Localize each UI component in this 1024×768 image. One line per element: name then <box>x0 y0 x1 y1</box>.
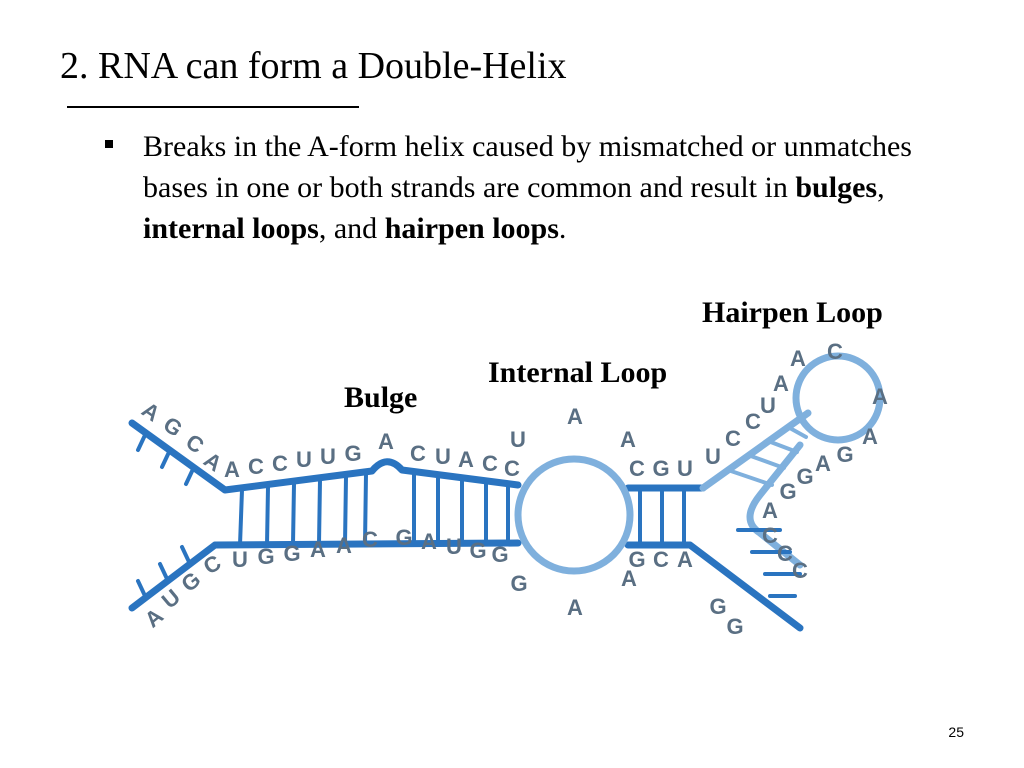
term-hairpen-loops: hairpen loops <box>384 212 559 245</box>
base-letter: G <box>159 411 187 441</box>
base-letter: U <box>296 447 312 472</box>
bullet-text: Breaks in the A-form helix caused by mis… <box>143 126 958 249</box>
slide-title: 2. RNA can form a Double-Helix <box>60 45 567 87</box>
base-letter: A <box>567 404 583 429</box>
base-letter: C <box>362 527 378 552</box>
hairpin-loop-ring <box>792 352 884 444</box>
base-letter: G <box>491 542 508 567</box>
tail-tick <box>160 448 172 469</box>
base-pair-rung <box>238 488 244 547</box>
base-pair-rung <box>265 485 270 547</box>
internal-loop-ring <box>514 455 634 575</box>
base-pair-rung <box>786 425 808 439</box>
base-letter: G <box>257 544 274 569</box>
base-letter: A <box>872 384 888 409</box>
internal-loop-label: Internal Loop <box>488 356 668 389</box>
base-letter: G <box>779 479 796 504</box>
tail-tick <box>184 465 196 486</box>
top-strand-backbone <box>128 419 522 494</box>
base-letter: C <box>248 454 264 479</box>
hairpin-stem-backbone <box>699 409 812 569</box>
base-letter: A <box>567 595 583 620</box>
base-letter: G <box>395 525 412 550</box>
base-letter: A <box>790 346 806 371</box>
base-letter: U <box>446 534 462 559</box>
title-underline <box>67 106 359 108</box>
bullet-marker <box>105 140 113 148</box>
base-letter: C <box>745 409 761 434</box>
bottom-strand-right-backbone <box>624 541 804 632</box>
page-number: 25 <box>948 724 964 740</box>
base-letter: G <box>628 547 645 572</box>
base-letter: C <box>792 558 808 583</box>
tail-tick <box>158 562 170 583</box>
base-letter: A <box>762 498 778 523</box>
base-letter: A <box>137 397 164 427</box>
base-pair-rung <box>343 475 348 546</box>
base-letter: C <box>272 451 288 476</box>
base-pair-rung <box>291 482 296 546</box>
base-pair-rung <box>766 439 799 454</box>
bullet-text-part: , and <box>318 212 385 245</box>
base-letter: A <box>336 533 352 558</box>
base-letter: A <box>310 537 326 562</box>
base-letter: A <box>140 603 168 632</box>
base-pair-rung <box>317 478 322 546</box>
base-letter: G <box>709 594 726 619</box>
tail-tick <box>136 579 148 600</box>
bulge-base-letter: A <box>378 429 394 454</box>
base-letter: G <box>344 441 361 466</box>
base-letter: C <box>482 451 498 476</box>
base-letter: C <box>762 523 778 548</box>
base-letter: G <box>652 456 669 481</box>
base-letter: U <box>760 393 776 418</box>
base-letter: A <box>815 451 831 476</box>
hairpin-loop-label: Hairpen Loop <box>702 296 883 329</box>
base-letter: C <box>504 456 520 481</box>
base-letter: A <box>421 529 437 554</box>
base-letter: G <box>510 571 527 596</box>
base-letter: C <box>629 456 645 481</box>
base-letter: U <box>232 547 248 572</box>
bullet-text-part: . <box>558 212 567 245</box>
bullet-text-part: Breaks in the A-form helix caused by mis… <box>143 130 912 204</box>
term-internal-loops: internal loops <box>143 212 319 245</box>
base-letter: C <box>653 547 669 572</box>
base-letter: C <box>725 426 741 451</box>
base-letter: G <box>469 538 486 563</box>
base-letter: A <box>224 457 240 482</box>
base-letter: A <box>773 371 789 396</box>
base-letter: A <box>620 427 636 452</box>
base-pair-rung <box>363 472 368 546</box>
base-letter: U <box>705 444 721 469</box>
bottom-strand-backbone <box>128 539 522 612</box>
base-letter: C <box>181 429 208 459</box>
term-bulges: bulges <box>795 171 878 204</box>
base-letter: G <box>726 614 743 639</box>
base-letter: G <box>796 464 813 489</box>
base-letter: G <box>836 442 853 467</box>
base-letter: C <box>410 441 426 466</box>
base-pair-rung <box>746 453 786 470</box>
base-letter: A <box>621 566 637 591</box>
bulge-label: Bulge <box>344 381 418 414</box>
base-letter: U <box>510 427 526 452</box>
tail-tick <box>180 545 192 566</box>
bullet-text-part: , <box>877 171 885 204</box>
base-letter: A <box>458 447 474 472</box>
base-letter: U <box>435 444 451 469</box>
tail-tick <box>136 431 148 452</box>
base-letter: A <box>677 547 693 572</box>
base-pair-rung <box>726 468 774 487</box>
base-letter: A <box>862 424 878 449</box>
base-letter: U <box>677 456 693 481</box>
base-letter: G <box>283 541 300 566</box>
base-letter: U <box>320 444 336 469</box>
base-letter: C <box>777 541 793 566</box>
base-letter: C <box>827 339 843 364</box>
